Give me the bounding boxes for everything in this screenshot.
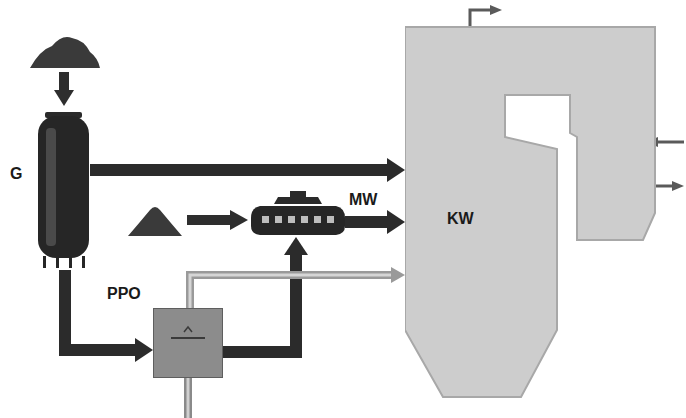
vessel-leg bbox=[43, 256, 46, 268]
flow-line bbox=[65, 270, 135, 350]
mill-hood bbox=[274, 197, 322, 204]
node-label: G bbox=[10, 166, 22, 182]
vessel-leg bbox=[82, 256, 85, 268]
boiler-outline bbox=[405, 25, 660, 400]
mill-window bbox=[301, 216, 308, 223]
fuel-pile bbox=[30, 37, 100, 68]
flow-line bbox=[90, 164, 387, 176]
flow-line-core bbox=[190, 275, 391, 308]
mill-window bbox=[275, 216, 282, 223]
boiler: KW bbox=[405, 25, 660, 400]
flow-arrow bbox=[65, 270, 153, 362]
mill: MW bbox=[250, 190, 345, 237]
steam-outlet-head bbox=[672, 181, 684, 191]
flow-arrow bbox=[345, 210, 405, 234]
feed-arrow bbox=[59, 72, 69, 92]
vessel-leg bbox=[69, 256, 72, 268]
flow-line bbox=[190, 275, 391, 308]
gasifier-vessel: G bbox=[37, 108, 90, 270]
fuel-pile bbox=[128, 207, 182, 236]
air-inlet-line bbox=[184, 378, 192, 418]
gasifier-vessel-outline bbox=[37, 108, 90, 270]
water-inlet bbox=[656, 141, 684, 144]
flow-arrow bbox=[190, 267, 405, 308]
arrow-head bbox=[135, 338, 153, 362]
ppo-mark bbox=[184, 327, 192, 332]
feed-arrow-head bbox=[54, 90, 74, 106]
ppo-box-shape bbox=[153, 308, 223, 378]
arrow-head bbox=[391, 267, 405, 283]
mill-window bbox=[288, 216, 295, 223]
flue-gas-outlet bbox=[470, 10, 492, 26]
vessel-body bbox=[38, 116, 89, 258]
flow-line bbox=[345, 216, 387, 228]
mill-window bbox=[262, 216, 269, 223]
mill-top bbox=[290, 191, 306, 197]
node-label: PPO bbox=[107, 286, 141, 302]
arrow-head bbox=[284, 237, 308, 255]
mill-window bbox=[327, 216, 334, 223]
feed-arrow-head bbox=[230, 210, 248, 230]
arrow-head bbox=[387, 210, 405, 234]
arrow-head bbox=[387, 158, 405, 182]
flue-gas-outlet-head bbox=[490, 5, 502, 15]
vessel-highlight bbox=[46, 128, 56, 246]
feed-arrow bbox=[187, 215, 232, 225]
flow-arrow bbox=[90, 158, 405, 182]
ppo-box-outline bbox=[153, 308, 223, 378]
node-label: KW bbox=[447, 211, 474, 227]
air-inlet-line bbox=[187, 378, 190, 418]
node-label: MW bbox=[349, 192, 377, 208]
flow-arrow bbox=[223, 237, 308, 352]
mill-body bbox=[251, 206, 345, 235]
boiler-shape bbox=[405, 27, 655, 397]
mill-window bbox=[314, 216, 321, 223]
mill-outline bbox=[250, 190, 345, 237]
ppo-mark bbox=[171, 337, 205, 339]
ppo-box: PPO bbox=[153, 308, 223, 378]
vessel-leg bbox=[56, 256, 59, 268]
flow-line bbox=[223, 255, 296, 352]
